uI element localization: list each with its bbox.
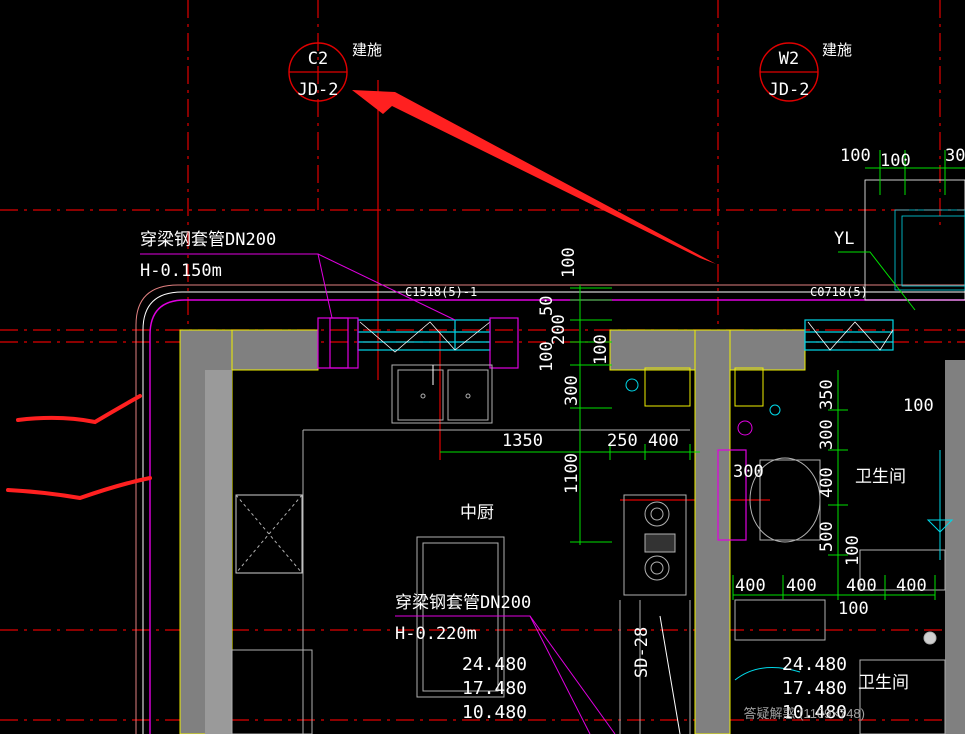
sleeve-lower-pipe: 穿梁钢套管DN200 — [395, 593, 531, 613]
dim-v350: 350 — [817, 379, 837, 410]
walls — [179, 329, 965, 734]
room-label-kitchen: 中厨 — [460, 503, 494, 523]
dim-v100-c: 100 — [591, 334, 611, 365]
dim-v1100: 1100 — [562, 453, 582, 494]
section-marker-w2: W2 JD-2 建施 — [759, 41, 852, 102]
sleeve-upper-pipe: 穿梁钢套管DN200 — [140, 230, 276, 250]
dimension-texts: 100 100 30 100 200 50 100 100 300 1100 1… — [502, 146, 965, 619]
section-marker-c2: C2 JD-2 建施 — [288, 41, 382, 102]
marker-w2-note: 建施 — [822, 41, 852, 59]
dim-v100-a: 100 — [559, 247, 579, 278]
elevation-left-3: 10.480 — [462, 702, 527, 723]
annotation-strokes — [6, 394, 152, 501]
dim-h250: 250 — [607, 431, 638, 451]
dim-h400: 400 — [648, 431, 679, 451]
dim-v200: 200 — [549, 314, 569, 345]
dim-h400-a: 400 — [735, 576, 766, 596]
pipe-tag-yl: YL — [834, 229, 854, 249]
elevation-left-1: 24.480 — [462, 654, 527, 675]
dim-h100-bottom: 100 — [838, 599, 869, 619]
marker-w2-bottom: JD-2 — [769, 80, 810, 100]
marker-c2-note: 建施 — [352, 41, 382, 59]
dimension-lines — [440, 150, 965, 600]
sleeve-label-upper: 穿梁钢套管DN200 H-0.150m — [140, 230, 276, 281]
dim-30-top: 30 — [945, 146, 965, 166]
room-label-bath-upper: 卫生间 — [855, 467, 906, 487]
room-label-bath-lower: 卫生间 — [858, 673, 909, 693]
dim-h400-b: 400 — [786, 576, 817, 596]
dim-v50: 50 — [537, 296, 557, 316]
dim-v400: 400 — [817, 467, 837, 498]
dim-v500: 500 — [817, 521, 837, 552]
exterior-wall-outline — [135, 284, 965, 734]
dim-100-top-a: 100 — [840, 146, 871, 166]
dim-h1350: 1350 — [502, 431, 543, 451]
window-sash-lines — [359, 321, 894, 353]
sleeve-label-lower: 穿梁钢套管DN200 H-0.220m — [395, 593, 531, 644]
dim-h400-c: 400 — [846, 576, 877, 596]
watermark-text: 答疑解惑 (1109×748) — [743, 706, 865, 721]
elevation-stack-left: 24.480 17.480 10.480 — [462, 654, 527, 723]
dim-v300-b: 300 — [817, 419, 837, 450]
elevation-right-2: 17.480 — [782, 678, 847, 699]
window-tag-left: C1518(5)-1 — [405, 285, 477, 299]
marker-c2-bottom: JD-2 — [298, 80, 339, 100]
elevation-right-1: 24.480 — [782, 654, 847, 675]
annotation-arrow — [352, 90, 716, 264]
sleeve-upper-elevation: H-0.150m — [140, 261, 222, 281]
kitchen-fixtures — [231, 364, 691, 734]
window-tag-right: C0718(5) — [810, 285, 868, 299]
dim-v100-b: 100 — [537, 341, 557, 372]
bathroom-fixtures — [625, 367, 954, 734]
dim-h400-d: 400 — [896, 576, 927, 596]
dim-100-top-b: 100 — [880, 151, 911, 171]
elevation-right-3: 10.480 — [782, 702, 847, 723]
sleeve-openings — [317, 317, 747, 541]
leader-lines — [140, 253, 681, 734]
elevation-left-2: 17.480 — [462, 678, 527, 699]
marker-c2-top: C2 — [308, 49, 328, 69]
dim-v100-d: 100 — [843, 535, 863, 566]
dim-v300: 300 — [562, 375, 582, 406]
top-right-duct — [864, 179, 965, 301]
elevation-stack-right: 24.480 17.480 10.480 — [782, 654, 847, 723]
dim-300-bath: 300 — [733, 462, 764, 482]
marker-w2-top: W2 — [779, 49, 799, 69]
pipe-tag-sd: SD-28 — [632, 627, 652, 678]
sleeve-lower-elevation: H-0.220m — [395, 624, 477, 644]
dim-100-bath: 100 — [903, 396, 934, 416]
